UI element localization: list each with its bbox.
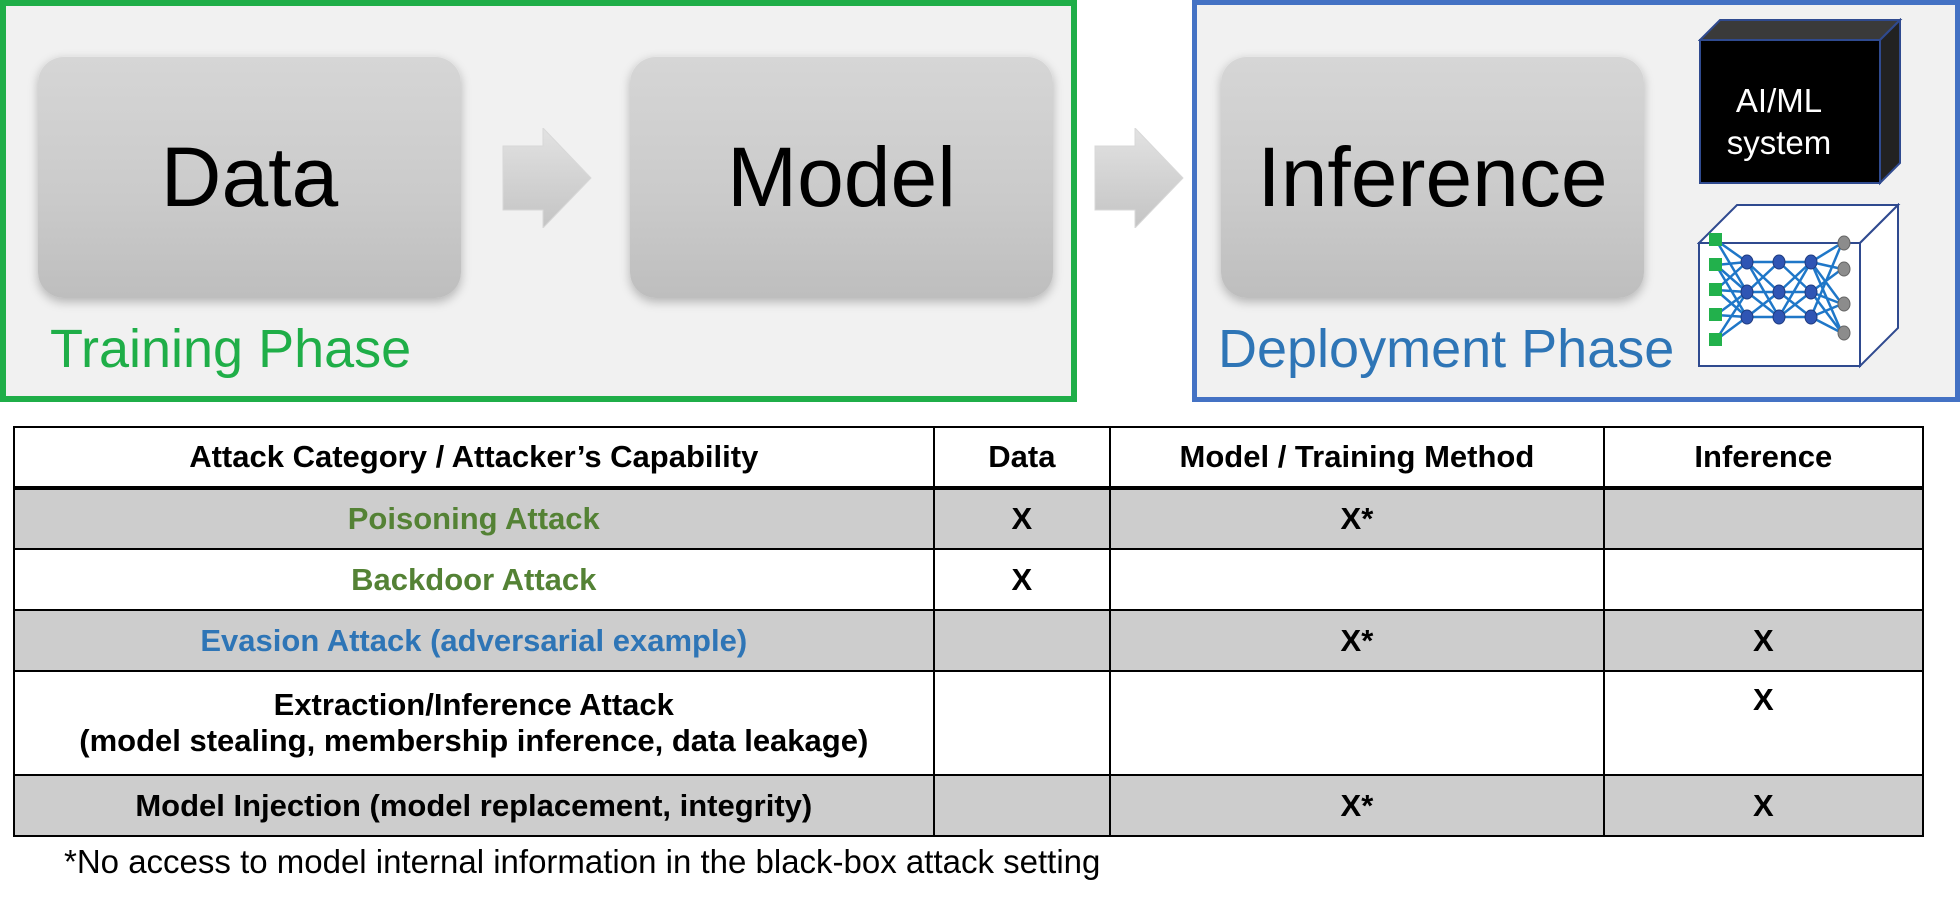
inference-stage-box: Inference — [1221, 56, 1644, 298]
row-model-cell — [1109, 670, 1605, 776]
ai-ml-label-line2: system — [1726, 124, 1832, 161]
neural-network-cube-icon — [1697, 203, 1901, 369]
arrow-right-icon — [1094, 128, 1184, 228]
row-inference-cell: X — [1602, 609, 1925, 672]
table-row: Evasion Attack (adversarial example) X* … — [13, 609, 1925, 672]
footnote: *No access to model internal information… — [64, 843, 1101, 880]
row-inference-cell — [1602, 487, 1925, 550]
row-model-cell — [1109, 548, 1605, 611]
ai-ml-system-label: AI/ML system — [1702, 80, 1856, 164]
training-phase-label: Training Phase — [50, 319, 412, 379]
row-data-cell — [932, 609, 1112, 672]
row-inference-cell: X — [1602, 670, 1925, 776]
row-category: Backdoor Attack — [13, 548, 935, 611]
table-row: Extraction/Inference Attack (model steal… — [13, 670, 1925, 776]
deployment-phase-label: Deployment Phase — [1218, 319, 1675, 379]
row-model-cell: X* — [1109, 609, 1605, 672]
header-attack-category: Attack Category / Attacker’s Capability — [13, 426, 935, 490]
arrow-right-icon — [502, 128, 592, 228]
row-category: Model Injection (model replacement, inte… — [13, 774, 935, 837]
header-data: Data — [932, 426, 1112, 490]
table-row: Poisoning Attack X X* — [13, 487, 1925, 550]
ai-ml-label-line1: AI/ML — [1735, 82, 1823, 119]
row-inference-cell — [1602, 548, 1925, 611]
header-model-training-method: Model / Training Method — [1109, 426, 1605, 490]
row-model-cell: X* — [1109, 774, 1605, 837]
data-stage-box: Data — [38, 56, 461, 298]
table-row: Backdoor Attack X — [13, 548, 1925, 611]
row-data-cell: X — [932, 548, 1112, 611]
row-model-cell: X* — [1109, 487, 1605, 550]
attack-capability-table: Attack Category / Attacker’s Capability … — [13, 426, 1925, 837]
black-box-cube-icon — [1698, 18, 1903, 186]
row-inference-cell: X — [1602, 774, 1925, 837]
header-inference: Inference — [1602, 426, 1925, 490]
row-data-cell — [932, 670, 1112, 776]
row-category-line1: Extraction/Inference Attack — [273, 687, 674, 722]
row-data-cell — [932, 774, 1112, 837]
row-category: Poisoning Attack — [13, 487, 935, 550]
row-category-line2: (model stealing, membership inference, d… — [79, 723, 869, 758]
model-stage-box: Model — [630, 56, 1053, 298]
row-category: Extraction/Inference Attack (model steal… — [13, 670, 935, 776]
table-header-row: Attack Category / Attacker’s Capability … — [13, 426, 1925, 490]
table-row: Model Injection (model replacement, inte… — [13, 774, 1925, 837]
row-category: Evasion Attack (adversarial example) — [13, 609, 935, 672]
row-data-cell: X — [932, 487, 1112, 550]
